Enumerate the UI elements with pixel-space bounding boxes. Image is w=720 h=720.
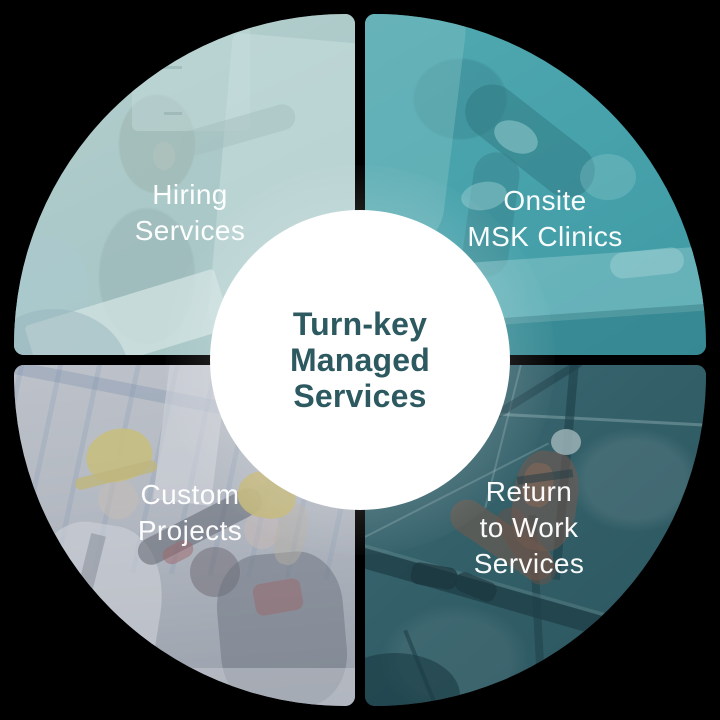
quadrant-onsite-msk-clinics: Onsite MSK Clinics bbox=[365, 14, 706, 355]
label-line: Hiring bbox=[152, 179, 228, 210]
quadrant-custom-projects: Custom Projects bbox=[14, 365, 355, 706]
label-custom-projects: Custom Projects bbox=[138, 477, 242, 549]
photo-shape bbox=[580, 154, 636, 200]
label-line: Services bbox=[134, 215, 246, 246]
label-line: Custom bbox=[140, 479, 240, 510]
label-line: Projects bbox=[137, 515, 243, 546]
quadrant-return-to-work-services: Return to Work Services bbox=[365, 365, 706, 706]
label-line: MSK Clinics bbox=[467, 221, 623, 252]
center-title-line: Services bbox=[293, 378, 427, 414]
center-title-line: Turn-key bbox=[292, 306, 428, 342]
center-title-line: Managed bbox=[289, 342, 431, 378]
photo-shape bbox=[98, 479, 138, 519]
photo-shape bbox=[551, 429, 581, 455]
label-line: Services bbox=[473, 548, 585, 579]
center-title: Turn-key Managed Services bbox=[290, 306, 430, 414]
center-circle bbox=[210, 210, 510, 510]
label-hiring-services: Hiring Services bbox=[135, 177, 246, 249]
label-line: Return bbox=[485, 476, 573, 507]
label-line: Onsite bbox=[503, 185, 587, 216]
label-line: to Work bbox=[479, 512, 579, 543]
photo-shape bbox=[14, 668, 355, 706]
label-return-to-work-services: Return to Work Services bbox=[474, 474, 585, 582]
label-onsite-msk-clinics: Onsite MSK Clinics bbox=[467, 183, 622, 255]
